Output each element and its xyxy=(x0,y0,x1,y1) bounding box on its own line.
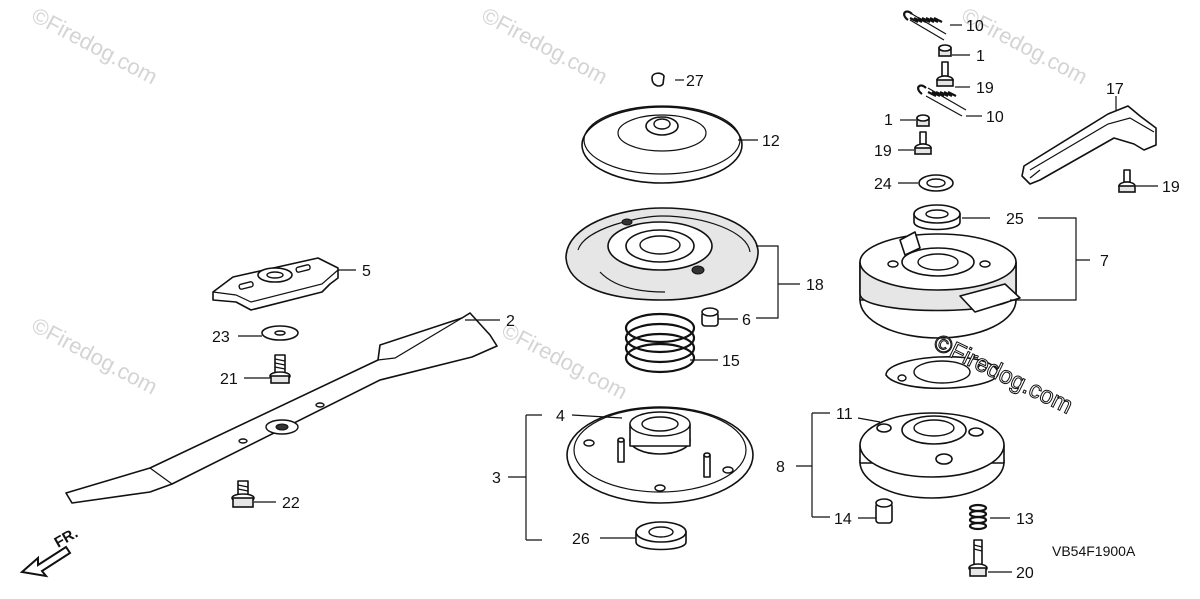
label-19-mid: 19 xyxy=(874,143,892,160)
label-4: 4 xyxy=(556,408,565,425)
label-21: 21 xyxy=(220,371,238,388)
label-13: 13 xyxy=(1016,511,1034,528)
bolt-20 xyxy=(968,539,988,577)
watermark-4: ©Firedog.com xyxy=(28,312,162,399)
label-27: 27 xyxy=(686,73,704,90)
label-12: 12 xyxy=(762,133,780,150)
nut-1-top xyxy=(938,44,952,57)
bolt-22 xyxy=(231,480,255,508)
label-20: 20 xyxy=(1016,565,1034,582)
watermark-1: ©Firedog.com xyxy=(28,2,162,89)
label-10-top: 10 xyxy=(966,18,984,35)
label-2: 2 xyxy=(506,313,515,330)
label-24: 24 xyxy=(874,176,892,193)
front-arrow: FR. xyxy=(19,525,81,578)
gasket-plate xyxy=(885,356,999,390)
watermark-2: ©Firedog.com xyxy=(478,2,612,89)
label-26: 26 xyxy=(572,531,590,548)
brake-plate-18 xyxy=(565,207,759,301)
label-7: 7 xyxy=(1100,253,1109,270)
collar-6 xyxy=(701,307,719,327)
part-labels: 27 12 18 6 15 4 3 26 2 5 23 21 22 10 1 1… xyxy=(212,18,1180,582)
label-14: 14 xyxy=(834,511,852,528)
label-17: 17 xyxy=(1106,81,1124,98)
clutch-disc-8 xyxy=(859,412,1005,499)
bolt-19-mid xyxy=(914,131,932,155)
washer-23 xyxy=(261,325,299,341)
label-11: 11 xyxy=(836,406,853,423)
label-5: 5 xyxy=(362,263,371,280)
clutch-housing-3 xyxy=(566,406,754,504)
bearing-26 xyxy=(635,521,687,551)
label-15: 15 xyxy=(722,353,740,370)
key-27 xyxy=(651,72,665,87)
label-10-lower: 10 xyxy=(986,109,1004,126)
label-1-lower: 1 xyxy=(884,112,893,129)
label-25: 25 xyxy=(1006,211,1024,228)
label-23: 23 xyxy=(212,329,230,346)
front-direction-label: FR. xyxy=(52,525,81,552)
blade-adapter xyxy=(212,257,339,311)
pulley-12 xyxy=(581,105,743,184)
spring-13 xyxy=(968,503,988,531)
watermark-5: ©Firedog.com xyxy=(498,317,632,404)
drive-housing-7 xyxy=(859,231,1021,339)
bearing-25 xyxy=(913,204,961,231)
spring-10-lower xyxy=(917,84,967,117)
label-19-right: 19 xyxy=(1162,179,1180,196)
bolt-19-right xyxy=(1118,169,1136,193)
collar-14 xyxy=(875,498,893,524)
label-19-top: 19 xyxy=(976,80,994,97)
bolt-19-top xyxy=(936,61,954,87)
watermarks: ©Firedog.com ©Firedog.com ©Firedog.com ©… xyxy=(28,2,1092,404)
bolt-21 xyxy=(269,354,291,384)
lever-17 xyxy=(1021,105,1157,185)
label-8: 8 xyxy=(776,459,785,476)
leader-lines xyxy=(238,24,1158,573)
label-3: 3 xyxy=(492,470,501,487)
label-6: 6 xyxy=(742,312,751,329)
blade xyxy=(65,312,498,504)
nut-1-lower xyxy=(916,114,930,127)
spring-10-top xyxy=(903,10,947,41)
watermark-3: ©Firedog.com xyxy=(958,2,1092,89)
diagram-code: VB54F1900A xyxy=(1052,543,1136,559)
label-18: 18 xyxy=(806,277,824,294)
spring-15 xyxy=(624,312,696,374)
washer-24 xyxy=(918,174,954,192)
label-1-top: 1 xyxy=(976,48,985,65)
label-22: 22 xyxy=(282,495,300,512)
